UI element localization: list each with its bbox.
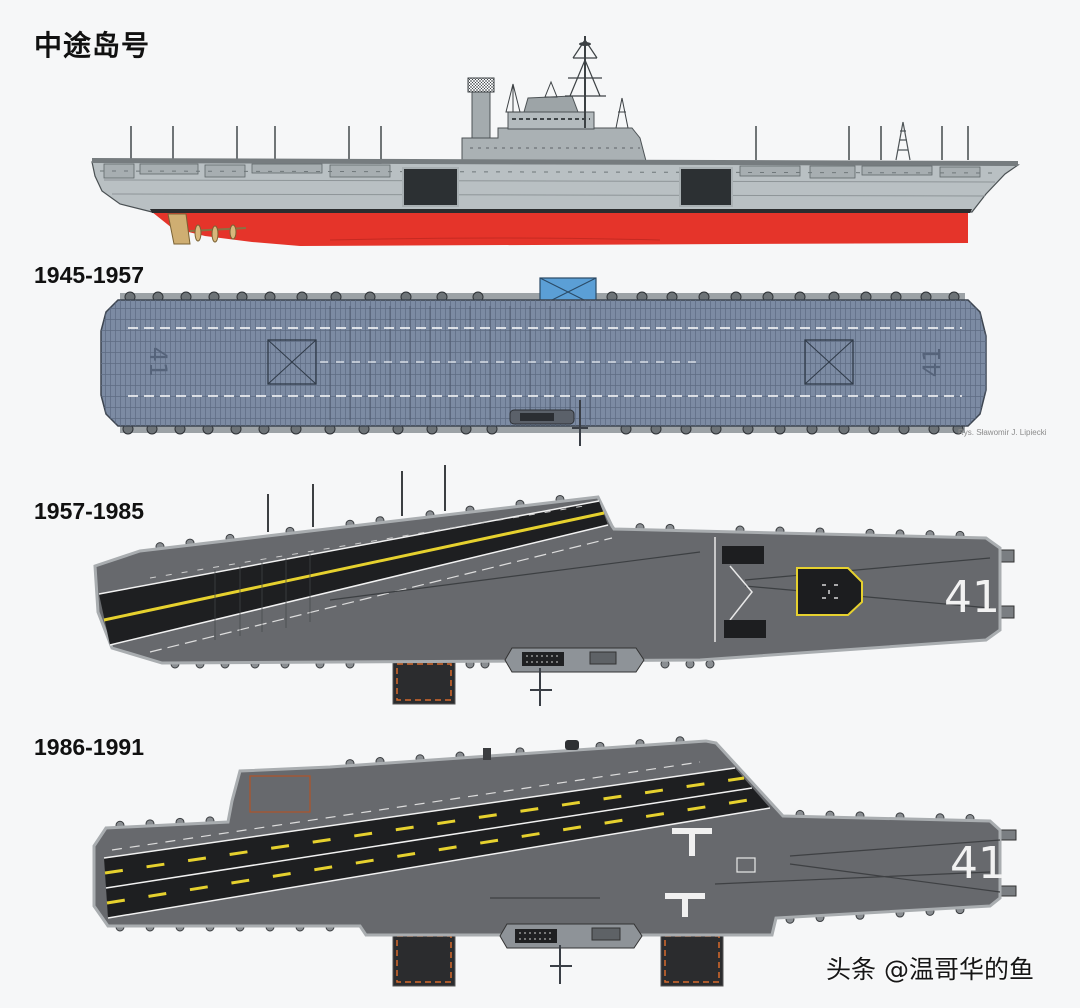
antenna-masts	[267, 465, 446, 532]
hangar-opening-aft	[402, 167, 459, 207]
forward-elevator-starboard	[724, 620, 766, 638]
deck-edge-dashes	[149, 504, 591, 579]
funnel	[523, 95, 579, 113]
island-plan-funnel	[520, 413, 554, 421]
landing-area-edges	[98, 500, 609, 646]
foul-line	[149, 537, 613, 653]
bow-hull-number: 41	[950, 838, 1006, 889]
gun-sponson	[705, 659, 715, 669]
mast-yards	[565, 39, 606, 97]
angled-landing-area	[99, 501, 608, 645]
hull-sponson	[739, 165, 801, 177]
deck-marking-t-aft	[665, 893, 705, 917]
bow-hull-number: 41	[944, 572, 1000, 623]
island-plan-funnel	[515, 929, 557, 943]
rudder	[167, 213, 191, 245]
lattice-mast	[615, 97, 629, 129]
waterline-stripe	[150, 209, 972, 213]
deck-plan-1945-1957: 41 41	[100, 277, 987, 446]
sponson-outline	[249, 775, 311, 813]
deck-edge-elevator-aft	[392, 931, 456, 987]
period-label-1: 1945-1957	[34, 262, 144, 288]
deck-edge-antennas	[130, 126, 969, 160]
pyramid-antenna	[505, 83, 521, 113]
landing-centerline	[103, 511, 605, 622]
period-label-3: 1986-1991	[34, 734, 144, 760]
island-plan	[509, 400, 588, 446]
lattice-antenna	[895, 121, 911, 161]
hull-sponson	[939, 166, 981, 178]
illustrator-credit: Rys. Sławomir J. Lipiecki	[958, 428, 1047, 437]
radar-tower	[471, 91, 491, 139]
island-plan	[499, 923, 643, 984]
arresting-wires	[214, 554, 311, 640]
deck-plan-1957-1985: 41	[93, 465, 1015, 706]
hull-sponson	[103, 163, 135, 179]
t-marking-bar	[665, 893, 705, 899]
hull-sponsons	[103, 163, 981, 179]
aft-elevator-cross	[267, 339, 317, 385]
stern-appendages	[167, 213, 247, 245]
deck-edge-elevator	[392, 659, 456, 705]
forward-elevator-cross	[804, 339, 854, 385]
island-plan-funnel	[522, 652, 564, 666]
navigation-bridge	[507, 111, 595, 130]
hull-sponson	[251, 163, 323, 174]
deck-plan-1986-1991: 41	[92, 736, 1017, 987]
funnel-grid	[526, 655, 560, 663]
catapult-tracks	[490, 839, 1001, 899]
stern-hull-number: 41	[144, 347, 172, 378]
hull-sponson	[861, 165, 933, 176]
t-marking-stem	[689, 834, 695, 856]
hull-detail-lines	[103, 179, 996, 197]
deck-planking	[101, 300, 986, 426]
elevator-trim	[396, 663, 452, 701]
hangar-opening-forward	[679, 167, 733, 207]
aft-elevator	[267, 339, 317, 385]
bow-elevator-markings	[822, 584, 838, 599]
forward-marking-chevron	[729, 565, 753, 621]
deck-edge-dashes	[111, 761, 701, 851]
flight-deck-edge	[92, 158, 1018, 166]
catwalk-starboard	[120, 425, 965, 433]
hull-sponson	[139, 163, 199, 175]
forward-elevator	[804, 339, 854, 385]
bow-hull-number: 41	[918, 347, 946, 378]
hull-sponson	[329, 164, 391, 178]
catapult-tracks	[329, 551, 991, 609]
deck-edge-elevator-forward	[660, 931, 724, 987]
period-label-2: 1957-1985	[34, 498, 144, 524]
antenna-base	[483, 748, 491, 760]
island-mast-base	[591, 927, 621, 941]
deck-marking-t-forward	[672, 828, 712, 856]
t-marking-stem	[682, 899, 688, 917]
mast-radar	[579, 42, 591, 46]
forward-elevator-port	[722, 546, 764, 564]
radar-antenna	[467, 77, 495, 93]
pyramid-antenna	[544, 80, 558, 98]
angled-landing-area	[104, 768, 770, 918]
landing-centerline-upper	[104, 776, 745, 875]
funnel-grid	[519, 932, 553, 940]
deck-marking-box	[736, 857, 756, 873]
island-superstructure	[461, 36, 647, 162]
underwater-hull	[152, 212, 968, 246]
arresting-wires	[329, 306, 591, 420]
t-marking-bar	[672, 828, 712, 834]
hull-sponson	[809, 165, 856, 179]
island-plan	[504, 647, 645, 706]
landing-area-edges	[103, 767, 771, 919]
watermark: 头条 @温哥华的鱼	[826, 955, 1034, 984]
propeller	[211, 225, 219, 243]
angled-flight-deck	[93, 495, 1002, 665]
side-profile	[91, 36, 1020, 246]
propeller	[229, 224, 237, 240]
page-title: 中途岛号	[34, 29, 151, 62]
island-mast-base	[589, 651, 617, 665]
antenna-dome	[565, 740, 579, 750]
landing-centerline-lower	[106, 796, 762, 905]
propeller	[194, 224, 202, 242]
bilge-keel-line	[329, 237, 661, 241]
